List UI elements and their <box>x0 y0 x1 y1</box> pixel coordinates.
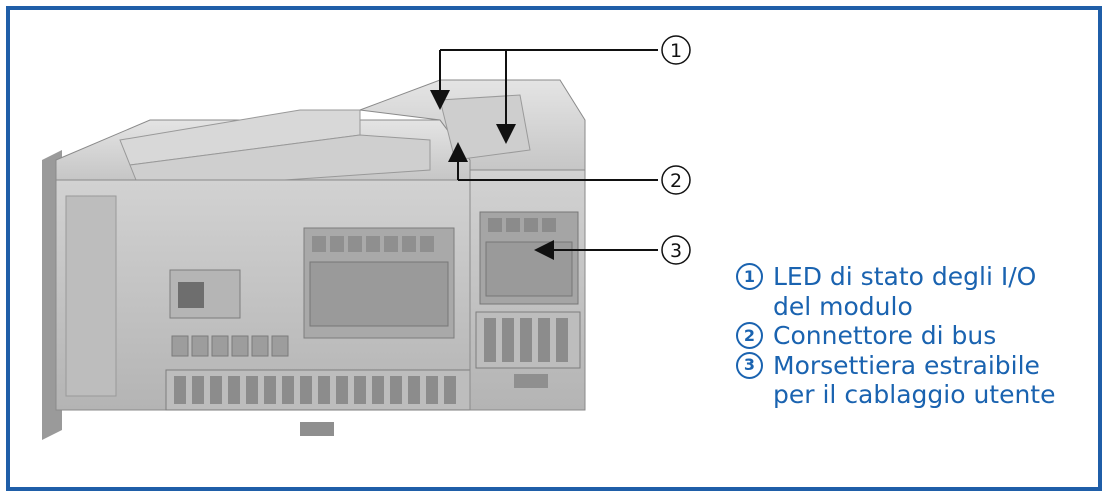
callout-1-number: 1 <box>670 40 682 62</box>
callout-3-marker: 3 <box>661 235 691 265</box>
callout-2-number: 2 <box>670 170 682 192</box>
callout-3-number: 3 <box>670 240 682 262</box>
callout-2-lines <box>448 142 658 181</box>
legend-text-2: Connettore di bus <box>773 321 997 350</box>
legend-badge-3: 3 <box>736 351 763 379</box>
plc-device-image <box>42 79 586 440</box>
legend-text-3: Morsettiera estraibile per il cablaggio … <box>773 350 1056 410</box>
legend-item-1: 1 LED di stato degli I/O del modulo <box>736 262 1076 321</box>
legend-item-2: 2 Connettore di bus <box>736 321 1076 351</box>
callout-2-marker: 2 <box>661 165 691 195</box>
legend-badge-1: 1 <box>736 263 763 290</box>
legend-badge-2: 2 <box>736 322 763 349</box>
legend-item-3: 3 Morsettiera estraibile per il cablaggi… <box>736 351 1076 410</box>
legend-text-1: LED di stato degli I/O del modulo <box>773 262 1037 321</box>
callout-1-marker: 1 <box>661 35 691 65</box>
callout-1-lines <box>430 49 658 144</box>
legend: 1 LED di stato degli I/O del modulo 2 Co… <box>736 262 1076 410</box>
